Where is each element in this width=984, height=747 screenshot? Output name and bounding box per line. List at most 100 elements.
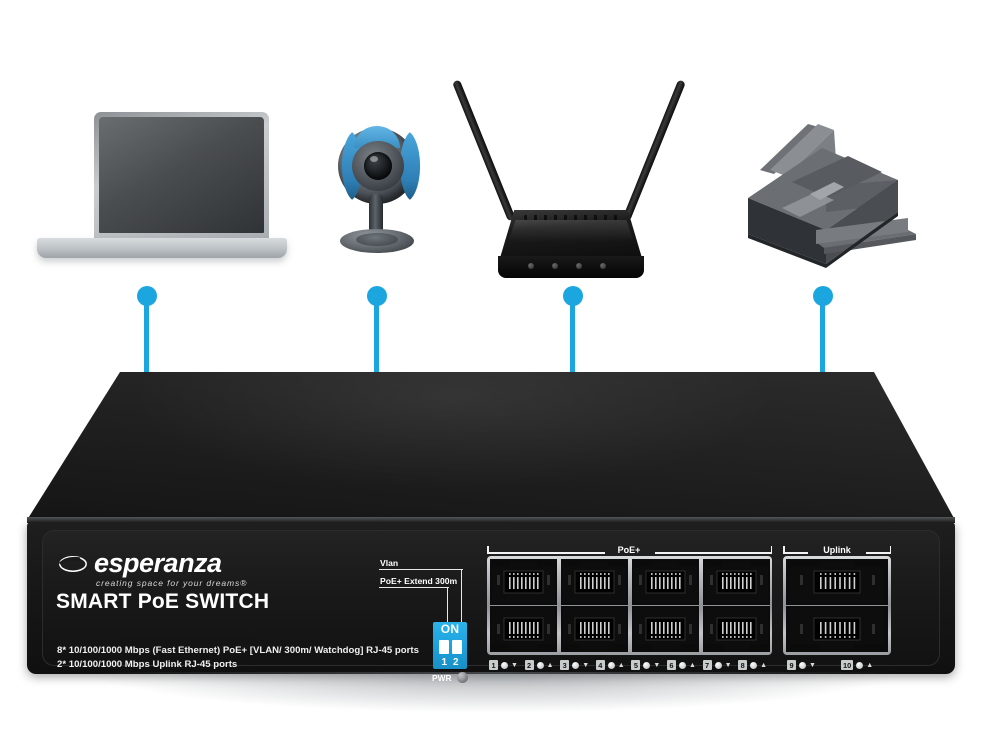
router-antenna-left: [452, 79, 516, 222]
port-arrow-icon: ▼: [653, 661, 661, 669]
webcam-lens-glint: [370, 156, 378, 162]
rj45-bottom-icon: [563, 608, 626, 650]
port-led-icon: [536, 661, 544, 669]
printer-device: [730, 112, 920, 272]
callout-vlan-rule-h: [379, 569, 463, 571]
port-arrow-icon: ▲: [546, 661, 554, 669]
rj45-port-9[interactable]: [786, 559, 888, 605]
dip-toggles[interactable]: [438, 639, 462, 654]
dip-switch-block[interactable]: ON 1 2: [433, 622, 467, 669]
rj45-port-7[interactable]: [703, 559, 770, 605]
rj45-port-3[interactable]: [561, 559, 628, 605]
port-led-icon: [750, 661, 758, 669]
callout-vlan-rule-v: [461, 569, 463, 623]
port-label-4[interactable]: 4 ▲: [595, 660, 632, 671]
uplink-group-label: Uplink: [823, 545, 851, 555]
laptop-lid: [94, 112, 269, 240]
port-led-icon: [643, 661, 651, 669]
laptop-base: [37, 238, 287, 258]
port-led-icon: [799, 661, 806, 669]
port-arrow-icon: ▼: [724, 661, 732, 669]
webcam-accent-left: [341, 130, 362, 202]
dip-toggle-1[interactable]: [438, 639, 449, 654]
rj45-bottom-icon: [634, 608, 697, 650]
router-vents: [524, 215, 618, 220]
power-led-icon: [456, 672, 468, 683]
webcam-accent-right: [400, 130, 421, 202]
rj45-top-icon: [492, 561, 555, 603]
callout-vlan-label: Vlan: [380, 558, 399, 568]
rj45-bottom-icon: [492, 608, 555, 650]
dip-toggle-2[interactable]: [451, 639, 462, 654]
port-number: 7: [702, 660, 712, 671]
spec-line-2: 2* 10/100/1000 Mbps Uplink RJ-45 ports: [57, 658, 238, 670]
uplink-port-labels: 9 ▼ 10 ▲: [787, 660, 895, 671]
port-pair-3-4[interactable]: [561, 559, 628, 652]
port-led-icon: [501, 661, 508, 669]
port-number: 10: [841, 660, 854, 671]
rj45-port-2[interactable]: [490, 606, 557, 652]
port-label-2[interactable]: 2 ▲: [524, 660, 561, 671]
router-gloss: [508, 220, 634, 242]
port-label-8[interactable]: 8 ▲: [738, 660, 774, 671]
port-number: 6: [666, 660, 676, 671]
port-pair-7-8[interactable]: [703, 559, 770, 652]
router-front-face: [498, 256, 644, 278]
spec-block: 8* 10/100/1000 Mbps (Fast Ethernet) PoE+…: [57, 644, 419, 672]
port-number: 3: [560, 660, 570, 671]
port-label-1[interactable]: 1 ▼: [489, 660, 525, 671]
port-number: 8: [738, 660, 748, 671]
port-label-6[interactable]: 6 ▲: [666, 660, 703, 671]
webcam-base-inner: [356, 233, 398, 246]
rj45-top-icon: [705, 561, 768, 603]
port-label-9[interactable]: 9 ▼: [787, 660, 841, 671]
poe-port-block[interactable]: [487, 556, 772, 655]
webcam-lens: [364, 152, 392, 180]
port-number: 4: [595, 660, 605, 671]
router-led-1: [528, 263, 534, 269]
port-label-10[interactable]: 10 ▲: [841, 660, 895, 671]
router-device: [452, 70, 686, 280]
uplink-port-block[interactable]: [783, 556, 891, 655]
switch-top-sheen: [27, 372, 955, 520]
dip-number-2: 2: [453, 657, 459, 668]
rj45-port-4[interactable]: [561, 606, 628, 652]
port-arrow-icon: ▲: [688, 661, 696, 669]
port-pair-9-10[interactable]: [786, 559, 888, 652]
rj45-port-1[interactable]: [490, 559, 557, 605]
callout-poe-extend-label: PoE+ Extend 300m: [380, 576, 458, 586]
port-arrow-icon: ▲: [617, 661, 625, 669]
switch-top-surface: [27, 372, 955, 520]
rj45-port-6[interactable]: [632, 606, 699, 652]
rj45-port-10[interactable]: [786, 606, 888, 652]
port-led-icon: [678, 661, 686, 669]
poe-port-labels: 1 ▼ 2 ▲ 3 ▼ 4 ▲ 5 ▼: [489, 660, 774, 671]
port-number: 5: [631, 660, 641, 671]
rj45-port-8[interactable]: [703, 606, 770, 652]
port-label-3[interactable]: 3 ▼: [560, 660, 596, 671]
switch-front-edge: [27, 517, 955, 523]
brand-wordmark: esperanza: [94, 548, 222, 578]
dip-numbers: 1 2: [441, 658, 458, 668]
connector-line-laptop: [144, 296, 149, 382]
connector-line-printer: [820, 296, 825, 384]
brand-tagline: creating space for your dreams®: [96, 578, 248, 588]
port-label-5[interactable]: 5 ▼: [631, 660, 667, 671]
rj45-port-5[interactable]: [632, 559, 699, 605]
port-pair-1-2[interactable]: [490, 559, 557, 652]
uplink-group-bracket: Uplink: [783, 544, 891, 555]
spec-line-1: 8* 10/100/1000 Mbps (Fast Ethernet) PoE+…: [57, 645, 419, 656]
port-arrow-icon: ▲: [866, 661, 874, 669]
port-led-icon: [714, 661, 722, 669]
port-pair-5-6[interactable]: [632, 559, 699, 652]
rj45-bottom-icon: [790, 608, 884, 650]
port-led-icon: [572, 661, 580, 669]
port-number: 9: [787, 660, 796, 671]
poe-group-bracket: PoE+: [487, 544, 772, 555]
router-led-2: [552, 263, 558, 269]
model-name: SMART PoE SWITCH: [56, 590, 270, 613]
port-label-7[interactable]: 7 ▼: [702, 660, 739, 671]
printer-icon: [748, 124, 916, 268]
power-label: PWR: [432, 672, 452, 683]
